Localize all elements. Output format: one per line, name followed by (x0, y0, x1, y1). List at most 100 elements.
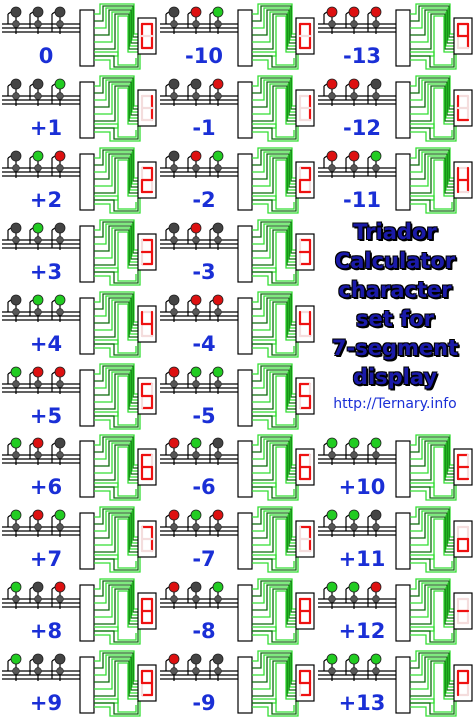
indicator-lamp-icon (190, 653, 202, 665)
circuit-diagram (2, 506, 157, 573)
indicator-lamp-icon (54, 150, 66, 162)
wire (252, 341, 297, 356)
value-label: -4 (192, 331, 216, 356)
indicator-lamp-icon (192, 164, 200, 172)
wire (252, 656, 298, 691)
indicator-lamp-icon (214, 235, 222, 244)
wire (94, 3, 140, 35)
indicator-lamp-icon (12, 164, 20, 172)
character-cell: -10 (158, 0, 316, 72)
wire (94, 578, 140, 610)
indicator-lamp-icon (10, 150, 22, 162)
indicator-lamp-icon (326, 509, 338, 521)
indicator-lamp-icon (214, 307, 222, 316)
circuit-diagram (160, 3, 315, 70)
wire (410, 123, 453, 138)
wire (252, 223, 298, 257)
indicator-lamp-icon (214, 92, 222, 100)
wire (252, 121, 299, 142)
wire (94, 193, 141, 214)
indicator-lamp-icon (34, 451, 42, 460)
wire (94, 85, 140, 122)
wire (410, 436, 456, 470)
wire (252, 554, 295, 569)
wire (252, 298, 298, 335)
wire (94, 514, 140, 550)
indicator-lamp-icon (12, 307, 20, 316)
indicator-lamp-icon (12, 92, 20, 100)
title-block: Triador Calculator character set for 7-s… (316, 218, 474, 392)
wire (252, 698, 295, 713)
decoder-box (237, 153, 253, 211)
indicator-lamp-icon (56, 667, 64, 675)
circuit-diagram (318, 506, 473, 573)
indicator-lamp-icon (10, 653, 22, 665)
wire (410, 51, 453, 66)
wire (252, 650, 298, 682)
circuit-diagram (2, 75, 157, 142)
circuit-diagram (160, 219, 315, 286)
circuit-diagram (2, 578, 157, 645)
indicator-lamp-icon (56, 307, 64, 316)
title-line: set for (355, 307, 434, 331)
wire (252, 629, 297, 643)
indicator-lamp-icon (372, 20, 380, 28)
wire (252, 294, 298, 329)
character-cell: +2 (0, 144, 158, 216)
wire (94, 151, 140, 185)
wire (94, 697, 141, 717)
indicator-lamp-icon (326, 653, 338, 665)
source-url[interactable]: http://Ternary.info (333, 396, 457, 412)
circuit-diagram (160, 434, 315, 502)
indicator-lamp-icon (12, 20, 20, 28)
wire (252, 370, 298, 407)
indicator-lamp-icon (34, 164, 42, 172)
wire (94, 219, 140, 251)
wire (410, 197, 455, 212)
indicator-lamp-icon (350, 667, 358, 675)
wire (410, 79, 456, 113)
wire (410, 626, 453, 641)
indicator-lamp-icon (212, 78, 224, 90)
indicator-lamp-icon (370, 437, 382, 449)
indicator-lamp-icon (54, 509, 66, 521)
indicator-lamp-icon (34, 595, 42, 603)
wire (94, 51, 137, 66)
indicator-lamp-icon (10, 581, 22, 593)
character-cell: -7 (158, 503, 316, 575)
wire (94, 650, 140, 682)
value-label: +12 (338, 619, 386, 644)
indicator-lamp-icon (56, 235, 64, 244)
decoder-box (237, 9, 253, 67)
decoder-box (237, 296, 253, 355)
indicator-lamp-icon (348, 150, 360, 162)
decoder-box (237, 656, 253, 714)
wire (252, 79, 298, 113)
indicator-lamp-icon (326, 581, 338, 593)
indicator-lamp-icon (168, 581, 180, 593)
wire (94, 298, 140, 335)
indicator-lamp-icon (350, 451, 358, 460)
indicator-lamp-icon (168, 437, 180, 449)
indicator-lamp-icon (10, 6, 22, 18)
wire (252, 409, 299, 430)
indicator-lamp-icon (10, 437, 22, 449)
circuit-diagram (318, 147, 473, 214)
character-cell: -2 (158, 144, 316, 216)
indicator-lamp-icon (348, 78, 360, 90)
indicator-lamp-icon (168, 509, 180, 521)
wire (410, 54, 455, 68)
wire (252, 444, 298, 482)
circuit-diagram (160, 506, 315, 573)
circuit-diagram (2, 650, 157, 717)
circuit-diagram (160, 650, 315, 717)
indicator-lamp-icon (190, 78, 202, 90)
indicator-lamp-icon (170, 595, 178, 603)
indicator-lamp-icon (190, 150, 202, 162)
wire (410, 516, 456, 553)
wire (410, 514, 456, 550)
decoder-box (79, 9, 95, 67)
indicator-lamp-icon (32, 222, 44, 234)
circuit-diagram (160, 290, 315, 358)
wire (252, 586, 298, 622)
